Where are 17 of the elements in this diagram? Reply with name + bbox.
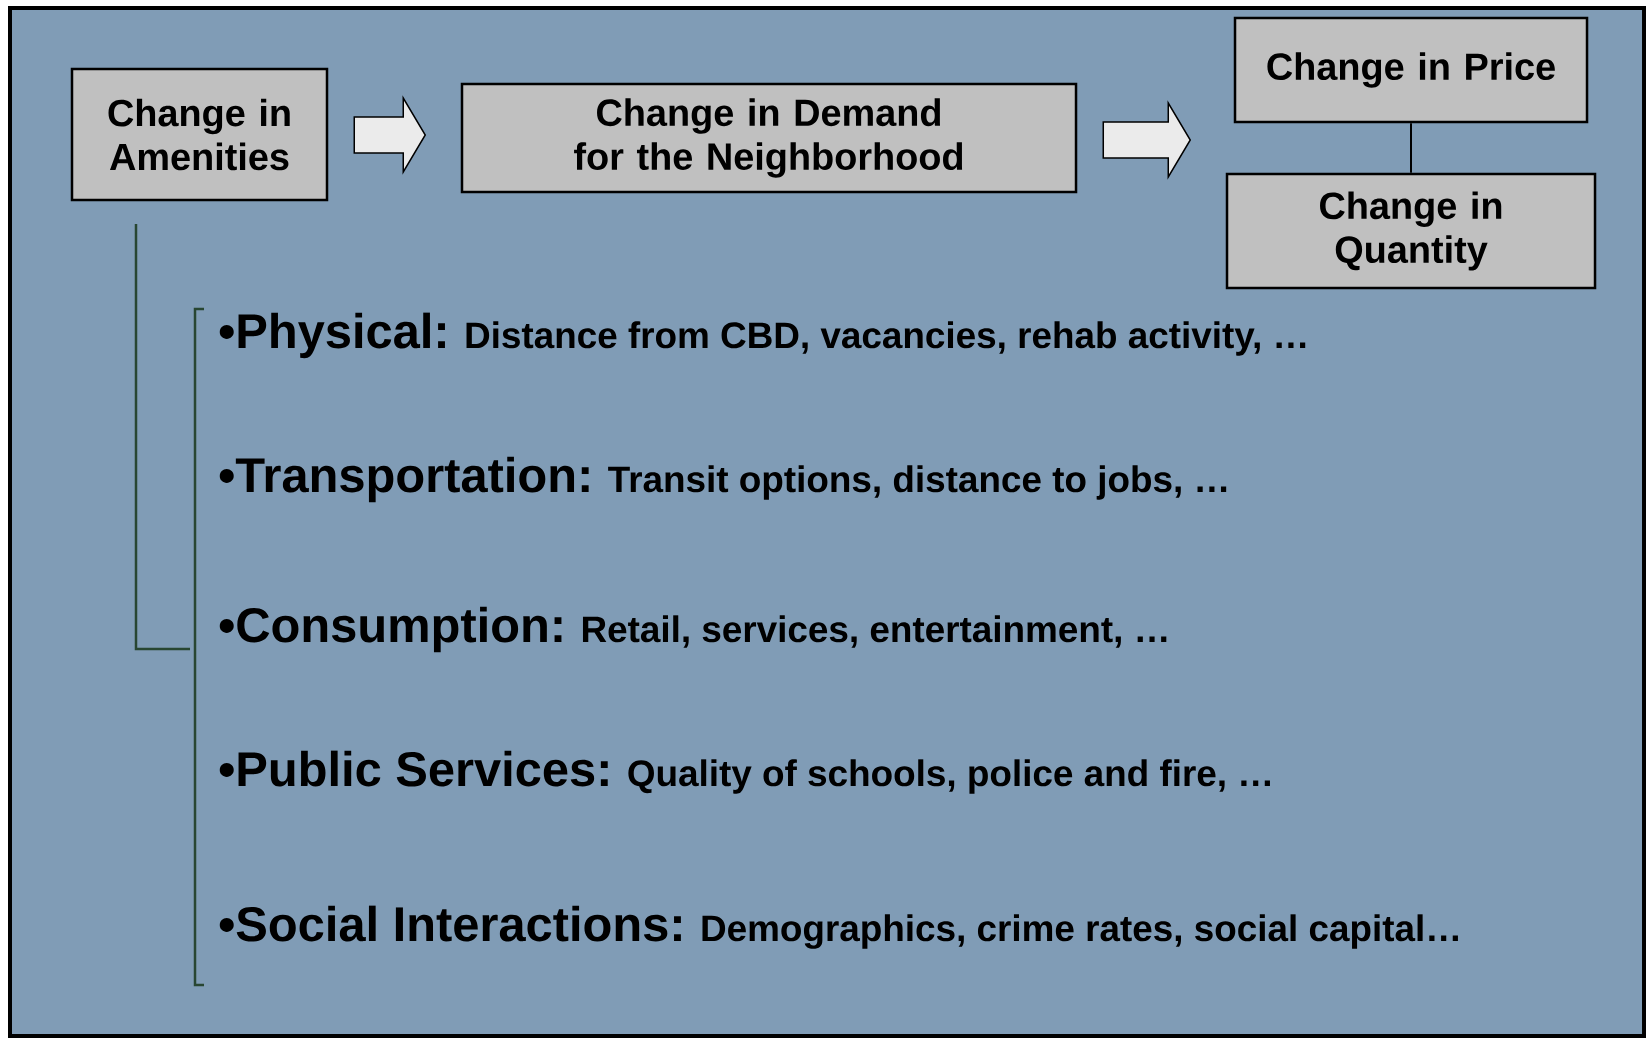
category-examples: Demographics, crime rates, social capital…	[702, 914, 1458, 949]
process-box: Change in Price	[1233, 16, 1589, 124]
category-examples: Quality of schools, police and fire, …	[628, 759, 1270, 794]
process-box: Change in Quantity	[1225, 172, 1597, 290]
category-examples: Retail, services, entertainment, …	[582, 615, 1167, 648]
connector-line	[1410, 122, 1412, 174]
category-heading: •Consumption:	[219, 606, 562, 653]
block-arrow	[353, 95, 427, 175]
process-box: Change in Amenities	[70, 67, 329, 202]
category-examples: Distance from CBD, vacancies, rehab activity, …	[466, 321, 1306, 356]
category-heading: •Physical:	[219, 312, 445, 359]
process-box: Change in Demand for the Neighborhood	[460, 82, 1078, 194]
category-heading: •Public Services:	[219, 750, 608, 787]
category-heading: •Social Interactions:	[219, 905, 681, 942]
block-arrow	[1102, 100, 1192, 180]
category-examples: Transit options, distance to jobs, …	[608, 465, 1227, 500]
category-heading: •Transportation:	[219, 456, 589, 503]
